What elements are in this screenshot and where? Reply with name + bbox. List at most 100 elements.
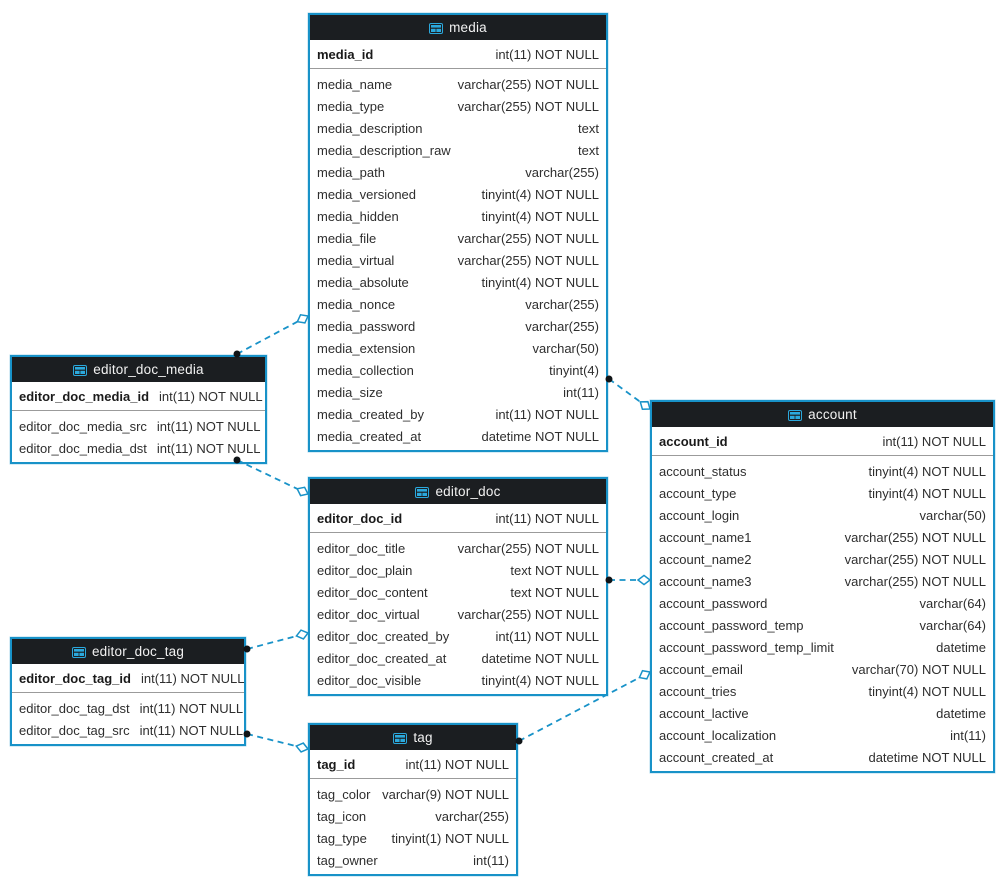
field-type: int(11) NOT NULL [882,433,986,449]
field-name: account_email [659,661,743,677]
relation-editor_doc_tag-to-tag[interactable] [243,730,310,753]
table-header-media[interactable]: media [310,15,606,40]
table-header-editor_doc[interactable]: editor_doc [310,479,606,504]
table-body: account_id int(11) NOT NULL account_status… [652,427,993,771]
table-header-account[interactable]: account [652,402,993,427]
table-header-editor_doc_media[interactable]: editor_doc_media [12,357,265,382]
relation-line[interactable] [608,378,651,410]
field-name: media_size [317,384,383,400]
relation-diamond-endpoint [296,486,310,497]
relation-line[interactable] [246,733,309,750]
table-header-editor_doc_tag[interactable]: editor_doc_tag [12,639,244,664]
field-type: varchar(255) NOT NULL [844,551,986,567]
table-header-tag[interactable]: tag [310,725,516,750]
field-name: account_status [659,463,747,479]
table-title: editor_doc_media [93,362,204,377]
relation-editor_doc_media-to-media[interactable] [233,313,310,358]
field-type: varchar(255) [525,296,599,312]
field-name: editor_doc_created_at [317,650,447,666]
field-type: int(11) NOT NULL [156,418,261,434]
pk-row-account_id[interactable]: account_id int(11) NOT NULL [652,427,993,456]
field-type: datetime [936,705,986,721]
relation-media-to-account[interactable] [605,375,651,410]
field-name: account_id [659,433,728,449]
relation-editor_doc-to-account[interactable] [605,574,652,586]
field-name: media_collection [317,362,414,378]
field-name: media_virtual [317,252,395,268]
relation-editor_doc_tag-to-editor_doc[interactable] [243,629,310,653]
field-type: text [578,120,599,136]
field-type: varchar(9) NOT NULL [382,786,509,802]
field-name: media_description_raw [317,142,451,158]
relation-line[interactable] [236,459,309,495]
field-type: varchar(255) [525,164,599,180]
field-name: editor_doc_tag_src [19,722,130,738]
relation-line[interactable] [246,632,309,650]
relation-diamond-endpoint [295,742,310,753]
field-name: media_created_at [317,428,422,444]
field-name: account_type [659,485,737,501]
field-type: int(11) NOT NULL [140,670,245,686]
field-type: int(11) NOT NULL [139,700,244,716]
relation-line[interactable] [236,315,309,355]
